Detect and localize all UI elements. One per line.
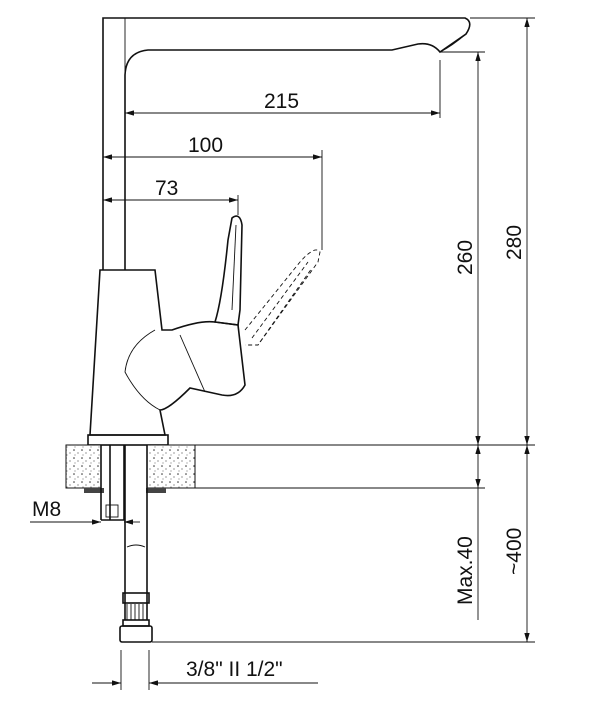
dim-connection-label: 3/8" II 1/2": [186, 658, 283, 681]
lever-handle: [213, 215, 243, 326]
countertop: [65, 444, 196, 493]
faucet-body: [87, 269, 246, 446]
dim-400-label: ~400: [503, 528, 526, 575]
spout: [102, 17, 471, 270]
dim-m8-label: M8: [32, 498, 61, 521]
dim-max40-label: Max.40: [454, 536, 477, 605]
dim-73-label: 73: [155, 177, 178, 200]
dim-215-label: 215: [264, 90, 299, 113]
dimension-lines: [30, 18, 530, 686]
mounting-stud-and-hose: [100, 445, 153, 643]
dim-280-label: 280: [503, 225, 526, 260]
extension-lines: [120, 17, 535, 690]
dim-100-label: 100: [188, 134, 223, 157]
dim-260-label: 260: [454, 240, 477, 275]
handle-alt-position: [244, 249, 321, 346]
